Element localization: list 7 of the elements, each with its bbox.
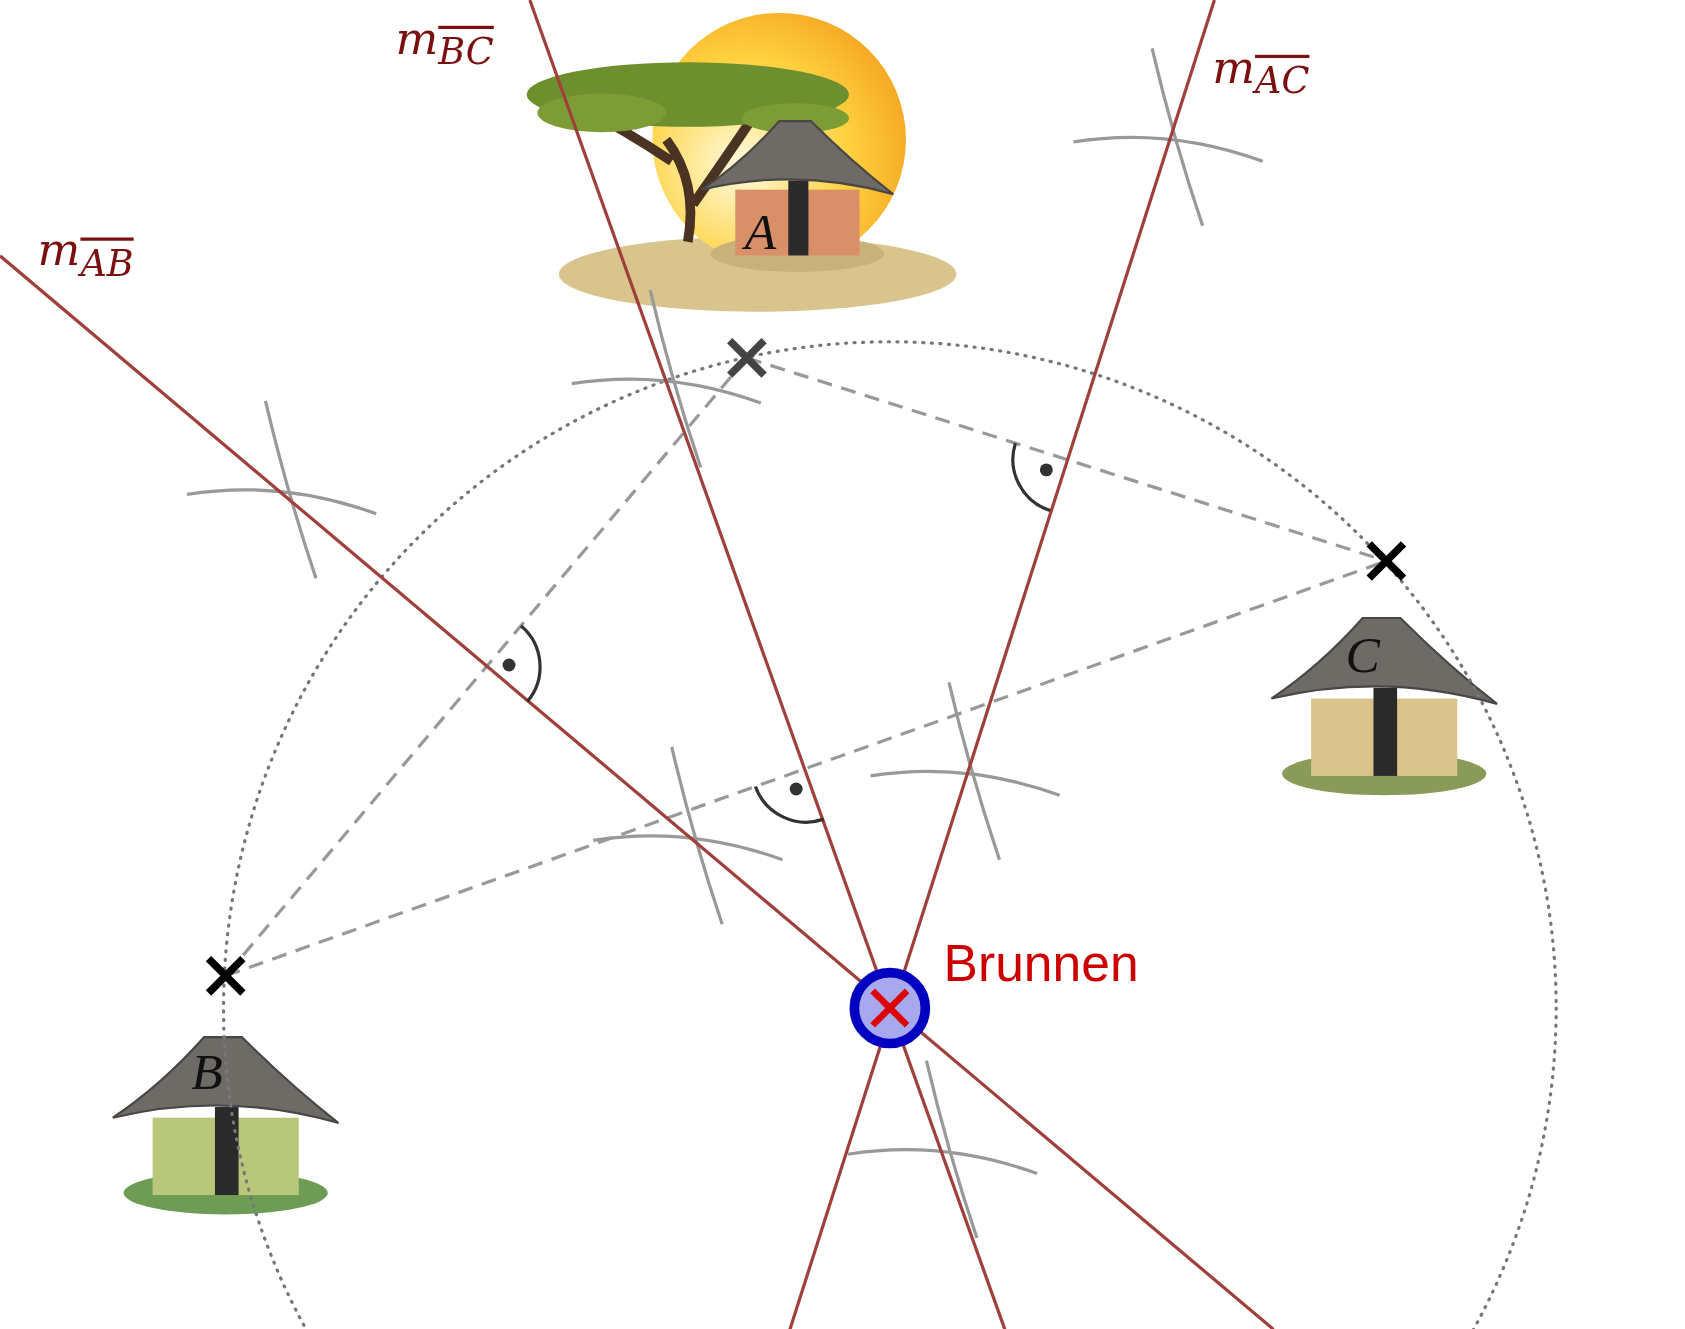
line-label: m$_{AC}$ (1212, 45, 1310, 99)
point-label: B (191, 1045, 223, 1098)
line-label: m$_{AB}$ (37, 227, 134, 281)
line-label: m$_{BC}$ (395, 16, 494, 70)
well-label: Brunnen (943, 938, 1139, 990)
point-label: C (1345, 628, 1380, 681)
point-label: A (744, 206, 777, 258)
